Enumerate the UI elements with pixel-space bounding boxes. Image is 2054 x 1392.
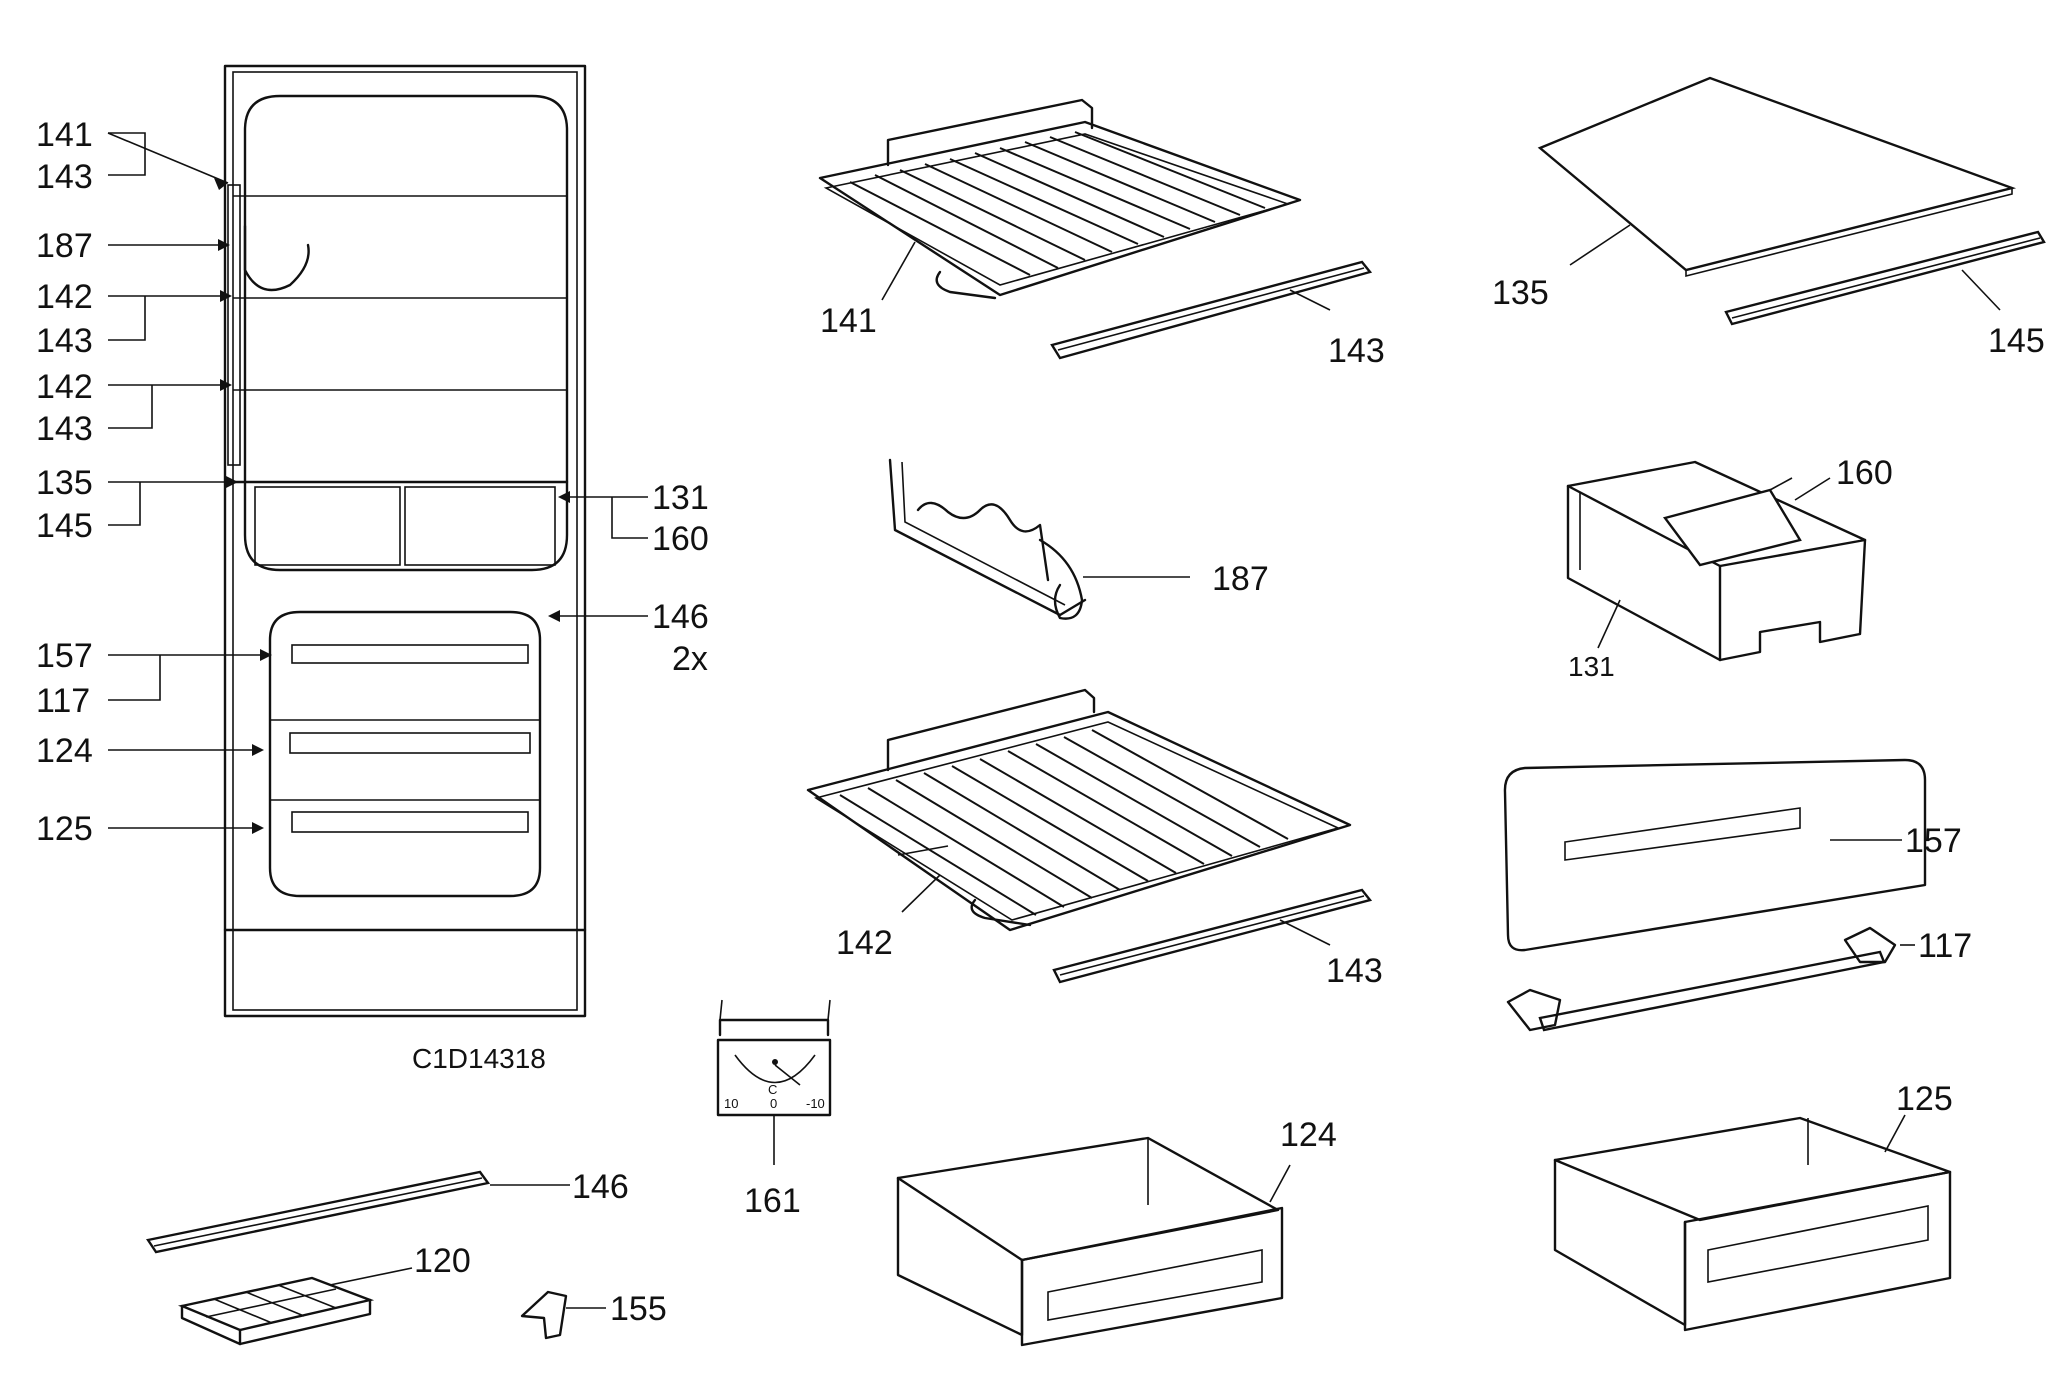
fridge-label: 2x (672, 640, 708, 678)
part-120-ice-tray (177, 1267, 413, 1346)
part-187-bottle-rack (888, 458, 1190, 620)
part-143-rail-top (1050, 260, 1373, 360)
part-157-flap (1503, 758, 1927, 952)
thermostat-unit: C (768, 1082, 777, 1097)
part-124-freezer-drawer (896, 1136, 1291, 1347)
thermostat-scale-right: -10 (806, 1096, 825, 1111)
part-142-wire-shelf (806, 688, 1352, 932)
drawing-code: C1D14318 (412, 1043, 546, 1074)
part-label-135: 135 (1492, 274, 1549, 312)
part-label-131: 131 (1568, 651, 1615, 682)
fridge-leader-lines (107, 132, 648, 834)
part-label-120: 120 (414, 1242, 471, 1280)
thermostat-scale-left: 10 (724, 1096, 738, 1111)
part-125-freezer-drawer (1553, 1114, 1952, 1332)
part-160-divider (1662, 477, 1831, 567)
part-label-141: 141 (820, 302, 877, 340)
fridge-label: 135 (36, 464, 93, 502)
fridge-label: 160 (652, 520, 709, 558)
part-label-145: 145 (1988, 322, 2045, 360)
part-label-124: 124 (1280, 1116, 1337, 1154)
part-label-157: 157 (1905, 822, 1962, 860)
part-117-hinge-bar (1506, 926, 1915, 1032)
thermostat-scale-mid: 0 (770, 1096, 777, 1111)
part-label-142: 142 (836, 924, 893, 962)
fridge-label: 145 (36, 507, 93, 545)
fridge-label: 187 (36, 227, 93, 265)
part-label-143a: 143 (1328, 332, 1385, 370)
part-label-187: 187 (1212, 560, 1269, 598)
part-label-161: 161 (744, 1182, 801, 1220)
part-label-143b: 143 (1326, 952, 1383, 990)
fridge-label: 131 (652, 479, 709, 517)
part-135-glass-shelf (1537, 76, 2017, 278)
part-131-crisper (1566, 460, 1867, 662)
part-label-146: 146 (572, 1168, 629, 1206)
part-label-155: 155 (610, 1290, 667, 1328)
fridge-label: 141 (36, 116, 93, 154)
part-label-117: 117 (1918, 927, 1972, 965)
fridge-label: 157 (36, 637, 93, 675)
part-143-rail-lower (1052, 888, 1373, 984)
fridge-label: 143 (36, 410, 93, 448)
fridge-label: 125 (36, 810, 93, 848)
fridge-labels-left: 141 143 187 142 143 142 143 135 145 157 … (36, 116, 93, 848)
fridge-labels-right: 131 160 146 2x (652, 479, 709, 678)
fridge-cabinet (223, 64, 587, 1018)
fridge-label: 142 (36, 278, 93, 316)
part-141-wire-shelf (818, 98, 1302, 301)
fridge-label: 117 (36, 682, 90, 720)
part-161-thermometer: C 10 0 -10 (716, 999, 832, 1165)
fridge-label: 143 (36, 158, 93, 196)
part-label-125: 125 (1896, 1080, 1953, 1118)
part-label-160: 160 (1836, 454, 1893, 492)
fridge-label: 146 (652, 598, 709, 636)
part-145-rail (1724, 230, 2046, 326)
part-155-clip (520, 1290, 606, 1340)
fridge-label: 142 (36, 368, 93, 406)
part-146-flap-rail (146, 1170, 570, 1254)
fridge-label: 124 (36, 732, 93, 770)
fridge-label: 143 (36, 322, 93, 360)
